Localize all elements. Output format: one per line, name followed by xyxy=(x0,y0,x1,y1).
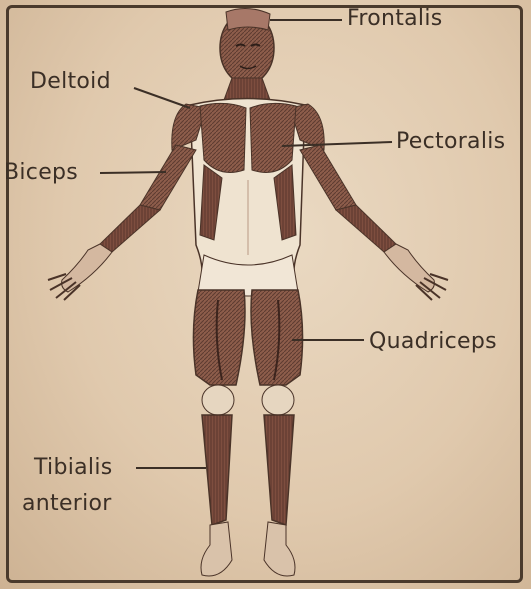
tibialis-muscles xyxy=(202,415,294,525)
leader-biceps xyxy=(100,172,166,173)
right-knee xyxy=(262,385,294,415)
left-knee xyxy=(202,385,234,415)
right-arm xyxy=(300,145,448,300)
label-frontalis: Frontalis xyxy=(347,8,443,30)
leader-deltoid xyxy=(134,88,190,108)
label-quadriceps: Quadriceps xyxy=(369,331,497,353)
label-pectoralis: Pectoralis xyxy=(396,131,505,153)
head xyxy=(220,8,274,84)
label-tibialis: Tibialis xyxy=(34,457,113,479)
left-foot xyxy=(201,522,232,576)
label-tibialis-anterior: anterior xyxy=(22,493,112,515)
quadriceps-muscles xyxy=(193,290,302,385)
right-pectoralis xyxy=(250,103,296,172)
neck xyxy=(224,78,270,100)
right-foot xyxy=(264,522,295,576)
label-deltoid: Deltoid xyxy=(30,71,111,93)
label-biceps: Biceps xyxy=(4,162,78,184)
left-pectoralis xyxy=(200,103,246,172)
